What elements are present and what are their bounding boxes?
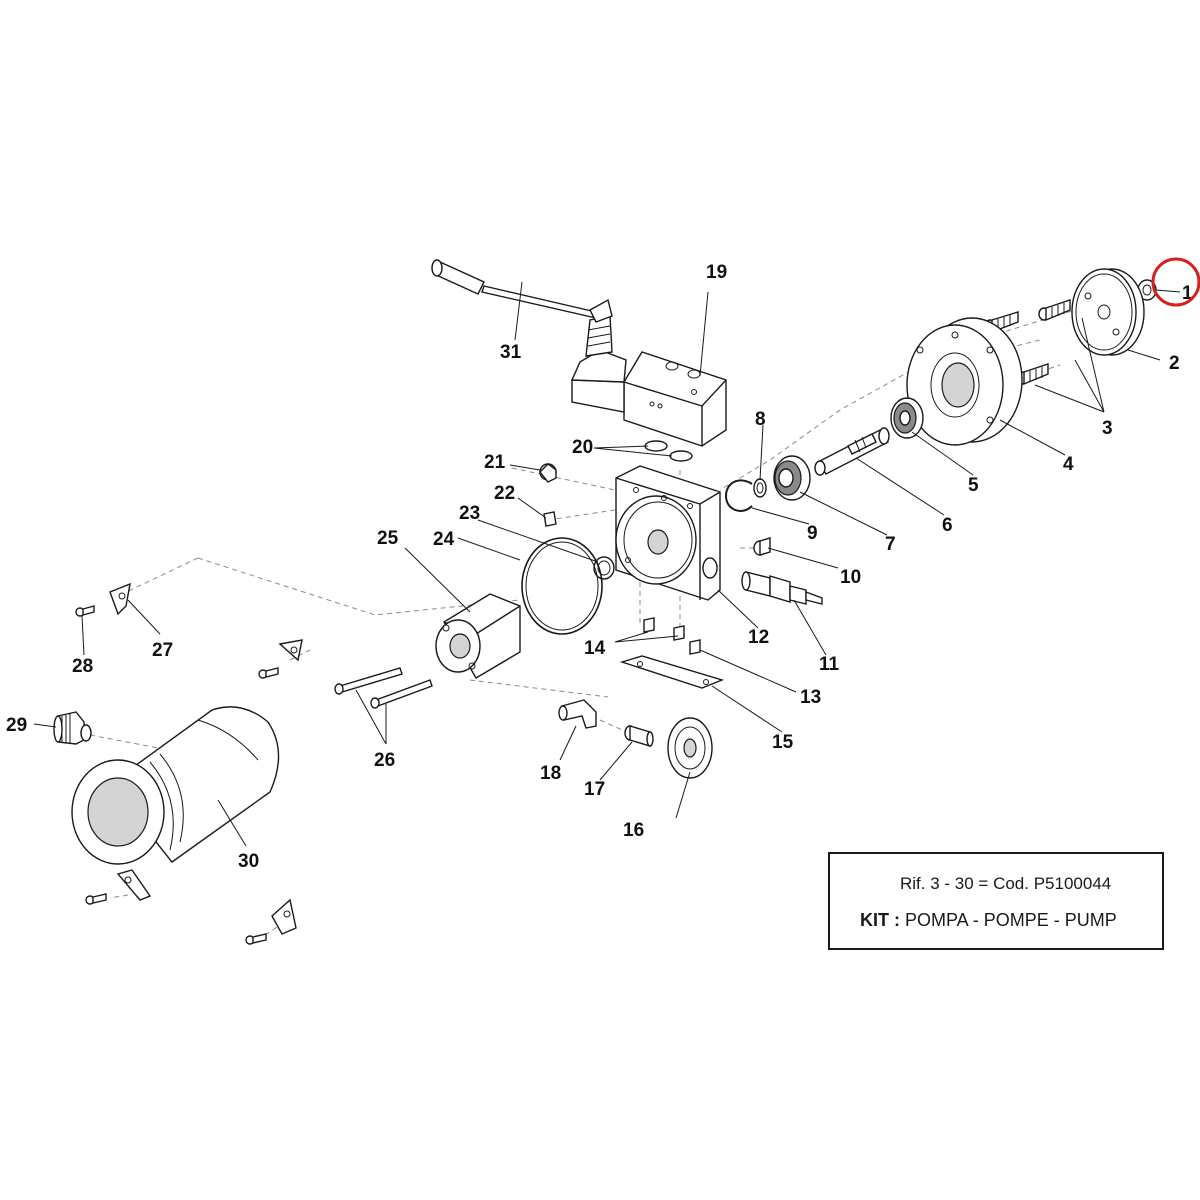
callout-20[interactable]: 20 bbox=[572, 437, 593, 458]
legend-code[interactable]: P5100044 bbox=[1033, 874, 1112, 893]
legend-ref-text: Rif. 3 - 30 = Cod. bbox=[900, 874, 1029, 893]
callout-31[interactable]: 31 bbox=[500, 342, 522, 363]
callout-5[interactable]: 5 bbox=[968, 475, 979, 496]
callout-19[interactable]: 19 bbox=[706, 262, 727, 283]
part-22-plug bbox=[543, 511, 557, 527]
part-8-circlip bbox=[753, 478, 767, 498]
part-28-screws bbox=[75, 605, 279, 945]
callout-25[interactable]: 25 bbox=[377, 528, 399, 549]
part-11-valve bbox=[741, 571, 823, 605]
highlight-circle bbox=[1151, 257, 1200, 307]
callout-17[interactable]: 17 bbox=[584, 779, 605, 800]
part-20-seals bbox=[644, 440, 693, 462]
callout-30[interactable]: 30 bbox=[238, 851, 259, 872]
legend-kit: KIT : POMPA - POMPE - PUMP bbox=[860, 910, 1117, 931]
legend-reference: Rif. 3 - 30 = Cod. P5100044 bbox=[900, 874, 1111, 894]
part-2-pulley bbox=[1071, 268, 1145, 356]
part-21-plug bbox=[539, 463, 557, 483]
part-15-plate bbox=[619, 655, 725, 689]
part-16-cover bbox=[667, 717, 713, 779]
callout-15[interactable]: 15 bbox=[772, 732, 794, 753]
callout-29[interactable]: 29 bbox=[6, 715, 27, 736]
callout-3[interactable]: 3 bbox=[1102, 418, 1113, 439]
callout-21[interactable]: 21 bbox=[484, 452, 506, 473]
part-31-lever bbox=[431, 259, 613, 323]
callout-labels: 1 2 3 4 5 6 7 8 9 10 11 12 13 14 15 16 1… bbox=[6, 262, 1193, 872]
callout-18[interactable]: 18 bbox=[540, 763, 561, 784]
legend-box: Rif. 3 - 30 = Cod. P5100044 KIT : POMPA … bbox=[828, 852, 1164, 950]
callout-27[interactable]: 27 bbox=[152, 640, 173, 661]
callout-2[interactable]: 2 bbox=[1169, 353, 1180, 374]
part-7-bearing bbox=[773, 455, 811, 501]
part-29-cap-nut bbox=[53, 711, 92, 745]
callout-26[interactable]: 26 bbox=[374, 750, 395, 771]
callout-14[interactable]: 14 bbox=[584, 638, 606, 659]
callout-10[interactable]: 10 bbox=[840, 567, 861, 588]
callout-23[interactable]: 23 bbox=[459, 503, 480, 524]
part-24-large-o-ring bbox=[521, 537, 603, 635]
callout-6[interactable]: 6 bbox=[942, 515, 953, 536]
callout-7[interactable]: 7 bbox=[885, 534, 896, 555]
callout-9[interactable]: 9 bbox=[807, 523, 818, 544]
callout-13[interactable]: 13 bbox=[800, 687, 821, 708]
part-17-fitting bbox=[624, 725, 654, 747]
part-6-shaft bbox=[814, 427, 890, 476]
legend-kit-label: KIT : bbox=[860, 910, 900, 930]
callout-28[interactable]: 28 bbox=[72, 656, 93, 677]
part-13-plug bbox=[689, 639, 701, 655]
part-27-brackets bbox=[109, 582, 303, 935]
part-30-tank bbox=[71, 706, 280, 865]
part-4-flange bbox=[906, 317, 1023, 446]
legend-kit-text: POMPA - POMPE - PUMP bbox=[905, 910, 1117, 930]
callout-24[interactable]: 24 bbox=[433, 529, 455, 550]
part-14-plugs bbox=[643, 617, 685, 641]
part-12-pump-body bbox=[615, 465, 721, 601]
part-26-bolts bbox=[334, 667, 433, 709]
callout-16[interactable]: 16 bbox=[623, 820, 644, 841]
leader-lines bbox=[33, 281, 1181, 847]
callout-4[interactable]: 4 bbox=[1063, 454, 1074, 475]
callout-8[interactable]: 8 bbox=[755, 409, 766, 430]
part-25-gear-pump bbox=[435, 593, 521, 679]
callout-22[interactable]: 22 bbox=[494, 483, 515, 504]
callout-1[interactable]: 1 bbox=[1182, 283, 1193, 304]
callout-11[interactable]: 11 bbox=[819, 654, 840, 675]
part-19-valve-block bbox=[570, 315, 727, 447]
part-23-o-ring bbox=[593, 556, 615, 580]
callout-12[interactable]: 12 bbox=[748, 627, 769, 648]
part-9-snap-ring bbox=[724, 479, 753, 512]
part-18-elbow-fitting bbox=[558, 699, 597, 729]
part-5-bearing bbox=[890, 397, 924, 439]
part-10-plug bbox=[753, 537, 771, 556]
